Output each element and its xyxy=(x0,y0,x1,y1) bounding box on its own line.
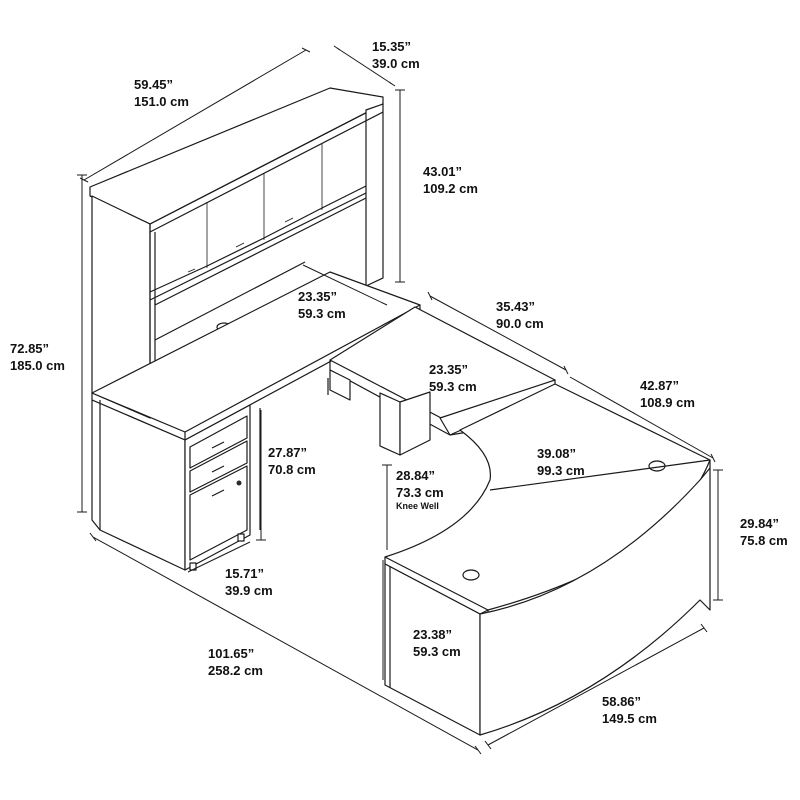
knee-well-in: 28.84” xyxy=(396,468,436,483)
overall-height-label: 72.85” 185.0 cm xyxy=(10,340,65,374)
knee-well-cm: 73.3 cm xyxy=(396,485,444,500)
bridge xyxy=(329,306,556,456)
overall-length-cm: 258.2 cm xyxy=(208,663,263,678)
file-width-cm: 39.9 cm xyxy=(225,583,273,598)
file-width-in: 15.71” xyxy=(225,566,265,581)
hutch-depth-cm: 39.0 cm xyxy=(372,56,420,71)
bridge-length-cm: 90.0 cm xyxy=(496,316,544,331)
hutch-width-in: 59.45” xyxy=(134,77,174,92)
hutch-depth-in: 15.35” xyxy=(372,39,412,54)
file-height-cm: 70.8 cm xyxy=(268,462,316,477)
bridge-depth-cm: 59.3 cm xyxy=(429,379,477,394)
credenza-depth-cm: 59.3 cm xyxy=(298,306,346,321)
bridge-depth-in: 23.35” xyxy=(429,362,469,377)
bridge-length-in: 35.43” xyxy=(496,299,536,314)
credenza-depth-in: 23.35” xyxy=(298,289,338,304)
hutch-width-cm: 151.0 cm xyxy=(134,94,189,109)
hutch-height-label: 43.01” 109.2 cm xyxy=(423,163,478,197)
hutch-height-cm: 109.2 cm xyxy=(423,181,478,196)
pedestal-depth-in: 23.38” xyxy=(413,627,453,642)
file-width-label: 15.71” 39.9 cm xyxy=(225,565,273,599)
desk-depth-cm: 108.9 cm xyxy=(640,395,695,410)
desk-height-in: 29.84” xyxy=(740,516,780,531)
desk-width-in: 58.86” xyxy=(602,694,642,709)
bow-depth-in: 39.08” xyxy=(537,446,577,461)
bridge-depth-label: 23.35” 59.3 cm xyxy=(429,361,477,395)
bow-depth-label: 39.08” 99.3 cm xyxy=(537,445,585,479)
bow-desk xyxy=(384,383,711,736)
pedestal-depth-cm: 59.3 cm xyxy=(413,644,461,659)
desk-depth-label: 42.87” 108.9 cm xyxy=(640,377,695,411)
overall-length-in: 101.65” xyxy=(208,646,255,661)
hutch-width-label: 59.45” 151.0 cm xyxy=(134,76,189,110)
knee-well-note: Knee Well xyxy=(396,501,439,511)
knee-well-label: 28.84” 73.3 cm Knee Well xyxy=(396,467,444,512)
overall-height-in: 72.85” xyxy=(10,341,50,356)
desk-width-label: 58.86” 149.5 cm xyxy=(602,693,657,727)
credenza xyxy=(91,271,421,571)
bow-depth-cm: 99.3 cm xyxy=(537,463,585,478)
desk-height-cm: 75.8 cm xyxy=(740,533,788,548)
hutch-depth-label: 15.35” 39.0 cm xyxy=(372,38,420,72)
overall-length-label: 101.65” 258.2 cm xyxy=(208,645,263,679)
hutch-height-in: 43.01” xyxy=(423,164,463,179)
pedestal-depth-label: 23.38” 59.3 cm xyxy=(413,626,461,660)
credenza-depth-label: 23.35” 59.3 cm xyxy=(298,288,346,322)
file-height-label: 27.87” 70.8 cm xyxy=(268,444,316,478)
desk-height-label: 29.84” 75.8 cm xyxy=(740,515,788,549)
overall-height-cm: 185.0 cm xyxy=(10,358,65,373)
desk-width-cm: 149.5 cm xyxy=(602,711,657,726)
dimension-lines xyxy=(77,45,723,755)
bridge-length-label: 35.43” 90.0 cm xyxy=(496,298,544,332)
desk-depth-in: 42.87” xyxy=(640,378,680,393)
hutch xyxy=(89,87,384,419)
file-height-in: 27.87” xyxy=(268,445,308,460)
